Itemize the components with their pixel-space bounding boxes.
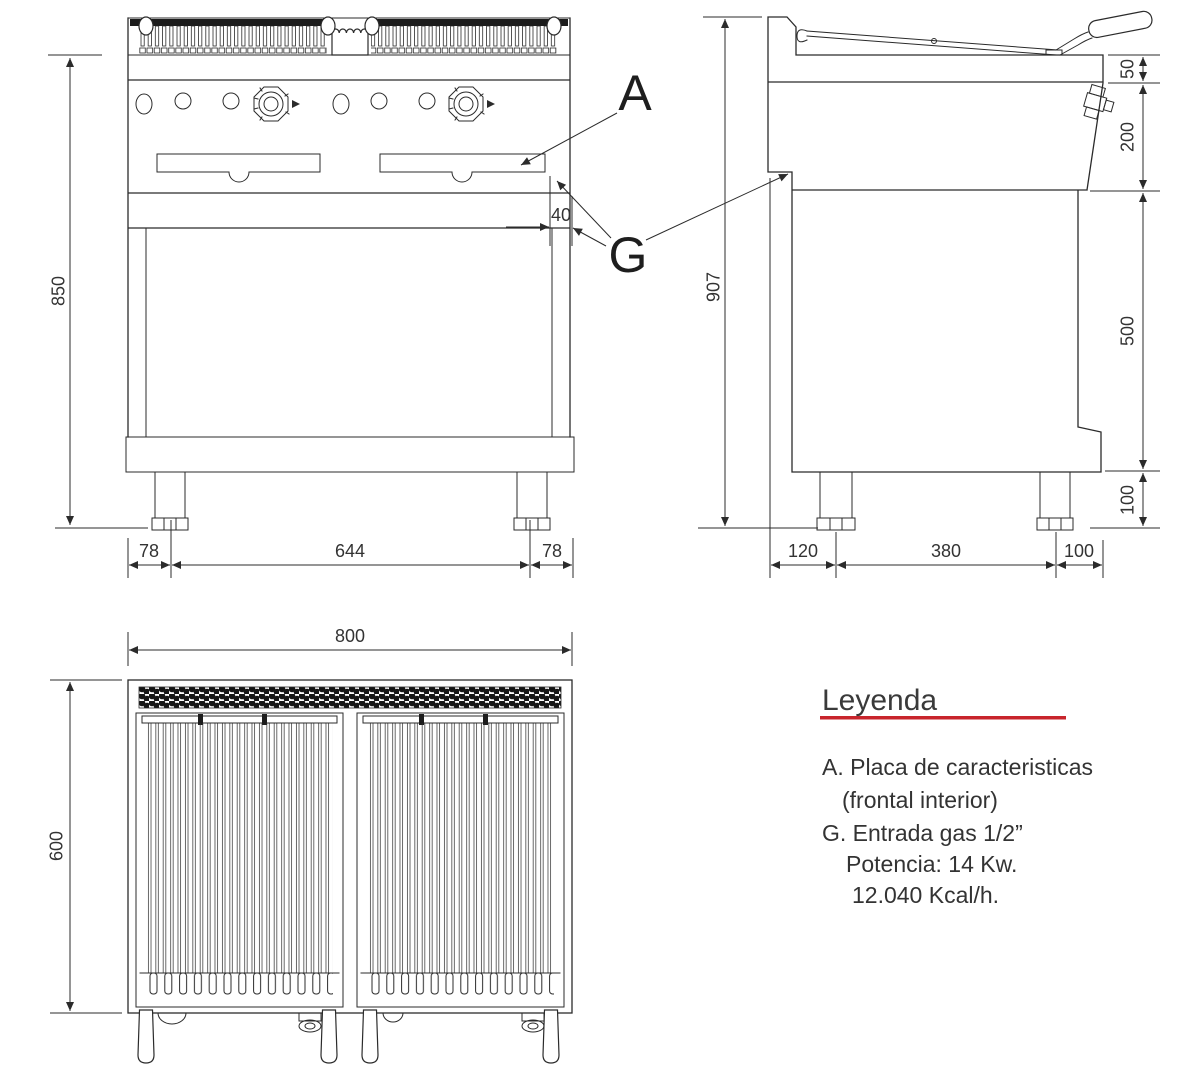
side-leg-front bbox=[1036, 471, 1074, 531]
callout-a: A bbox=[520, 65, 652, 166]
grate-handle bbox=[542, 1009, 560, 1064]
legend-item-power: Potencia: 14 Kw. bbox=[846, 851, 1017, 877]
panel-hole bbox=[370, 92, 388, 110]
callout-a-label: A bbox=[618, 65, 652, 121]
legend-item-kcal: 12.040 Kcal/h. bbox=[852, 882, 999, 908]
legend-divider bbox=[820, 716, 1066, 720]
front-view: 850 78 644 78 40 bbox=[48, 16, 607, 578]
drawer-slot-left bbox=[156, 153, 321, 183]
control-knob-left bbox=[253, 86, 300, 122]
front-body-inner-lines bbox=[145, 227, 553, 438]
dim-label-600: 600 bbox=[46, 831, 66, 861]
dim-label-850: 850 bbox=[48, 276, 68, 306]
grate-back-clip bbox=[796, 29, 808, 43]
dim-label-644: 644 bbox=[335, 541, 365, 561]
front-body-outline bbox=[127, 17, 571, 438]
grate-handle bbox=[320, 1009, 338, 1064]
control-knob-right bbox=[448, 86, 495, 122]
top-handles bbox=[137, 1009, 560, 1064]
grill-finial bbox=[320, 16, 336, 36]
dim-label-100-front: 100 bbox=[1064, 541, 1094, 561]
front-leg-right bbox=[513, 471, 551, 531]
dim-front-offset-40: 40 bbox=[506, 176, 607, 247]
grill-rods-right bbox=[371, 26, 557, 54]
dim-label-800: 800 bbox=[335, 626, 365, 646]
panel-hole bbox=[418, 92, 436, 110]
top-view: 800 600 bbox=[46, 626, 573, 1064]
dim-top-width: 800 bbox=[127, 626, 573, 666]
grill-finial bbox=[138, 16, 154, 36]
front-leg-left bbox=[151, 471, 189, 531]
top-front-details bbox=[157, 1012, 545, 1033]
grill-center-gap bbox=[331, 28, 369, 56]
dim-label-40: 40 bbox=[551, 205, 571, 225]
drawer-slot-right bbox=[379, 153, 546, 183]
callout-g-label: G bbox=[609, 227, 648, 283]
gas-fitting bbox=[298, 1012, 322, 1033]
grate-handle bbox=[137, 1009, 155, 1064]
dim-side-bottom: 120 380 100 bbox=[769, 178, 1104, 578]
dim-label-78-left: 78 bbox=[139, 541, 159, 561]
side-view: 907 50 200 500 100 120 380 100 bbox=[698, 10, 1160, 578]
dim-front-height: 850 bbox=[48, 54, 148, 529]
side-body-outline bbox=[767, 16, 1104, 473]
callout-a-leader bbox=[520, 112, 618, 166]
dim-side-height: 907 bbox=[698, 16, 818, 529]
panel-hole bbox=[174, 92, 192, 110]
dim-front-bottom: 78 644 78 bbox=[127, 520, 574, 578]
dim-label-380: 380 bbox=[931, 541, 961, 561]
legend: Leyenda A. Placa de caracteristicas (fro… bbox=[820, 684, 1093, 908]
dim-label-120: 120 bbox=[788, 541, 818, 561]
dim-top-depth: 600 bbox=[46, 679, 122, 1014]
grill-finial bbox=[546, 16, 562, 36]
top-burner-strip bbox=[138, 686, 562, 709]
legend-item-a: A. Placa de caracteristicas bbox=[822, 754, 1093, 780]
front-control-panel bbox=[135, 86, 495, 122]
pilot-hole bbox=[135, 93, 153, 115]
top-body-outline bbox=[127, 679, 573, 1014]
gas-valve bbox=[1083, 83, 1115, 120]
grill-rods-left bbox=[139, 26, 327, 54]
drain-cup bbox=[157, 1012, 187, 1025]
top-grate-left bbox=[135, 712, 344, 1008]
callout-g-leader-front bbox=[556, 180, 612, 239]
dim-label-907: 907 bbox=[703, 272, 723, 302]
dim-label-200: 200 bbox=[1117, 122, 1137, 152]
dim-label-78-right: 78 bbox=[542, 541, 562, 561]
callout-g-leader-side bbox=[645, 173, 789, 241]
side-grate bbox=[796, 29, 1063, 56]
dim-side-right: 50 200 500 100 bbox=[1090, 54, 1160, 529]
legend-item-g: G. Entrada gas 1/2” bbox=[822, 820, 1023, 846]
grate-handle bbox=[361, 1009, 379, 1064]
dim-label-500: 500 bbox=[1117, 316, 1137, 346]
panel-hole bbox=[222, 92, 240, 110]
front-grill-band bbox=[127, 16, 571, 56]
gas-fitting bbox=[521, 1012, 545, 1033]
side-lift-handle bbox=[1055, 10, 1153, 56]
legend-title: Leyenda bbox=[822, 684, 937, 717]
dim-label-50: 50 bbox=[1117, 59, 1137, 79]
dim-label-100-leg: 100 bbox=[1117, 485, 1137, 515]
grill-dark-edge-left bbox=[130, 19, 332, 26]
side-leg-back bbox=[816, 471, 856, 531]
drain-cup bbox=[382, 1012, 404, 1023]
callout-g: G bbox=[556, 173, 789, 283]
grill-finial bbox=[364, 16, 380, 36]
grill-dark-edge-right bbox=[368, 19, 568, 26]
top-grate-right bbox=[356, 712, 565, 1008]
pilot-hole bbox=[332, 93, 350, 115]
front-plinth bbox=[125, 436, 575, 473]
legend-item-a2: (frontal interior) bbox=[842, 787, 998, 813]
